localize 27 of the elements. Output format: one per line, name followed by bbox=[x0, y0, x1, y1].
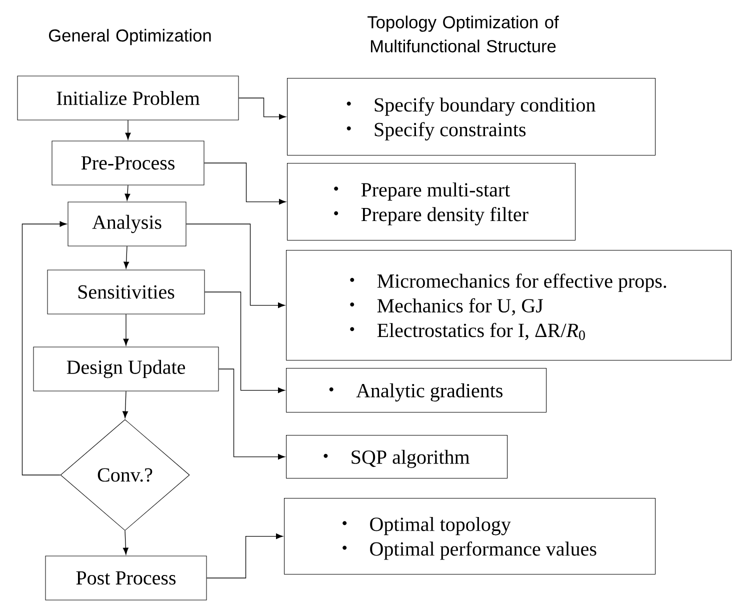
process-box: Post Process bbox=[45, 556, 207, 600]
process-box: Design Update bbox=[33, 346, 219, 392]
arrow bbox=[204, 162, 286, 205]
arrow bbox=[218, 368, 285, 460]
heading: General Optimization bbox=[49, 28, 211, 46]
arrow bbox=[238, 98, 286, 120]
arrow bbox=[123, 314, 129, 346]
arrow bbox=[186, 224, 285, 308]
arrow bbox=[124, 184, 130, 201]
arrow bbox=[22, 221, 67, 476]
bullet-list-box: SQP algorithm bbox=[286, 435, 508, 479]
process-box: Analysis bbox=[68, 202, 186, 246]
arrow bbox=[122, 390, 128, 418]
bullet-list-box: Specify boundary condition Specify constraints bbox=[287, 78, 656, 156]
arrow bbox=[122, 530, 128, 555]
bullet-list-box: Analytic gradients bbox=[286, 368, 547, 413]
arrow bbox=[204, 292, 285, 394]
arrow bbox=[124, 246, 130, 269]
process-box: Initialize Problem bbox=[17, 76, 239, 120]
bullet-list-box: Prepare multi-start Prepare density filter bbox=[287, 163, 576, 241]
bullet-list-box: Micromechanics for effective props. Mechanics for U, GJ Electrostatics for I, ΔR/R$_{0}$ bbox=[286, 250, 732, 361]
process-box: Sensitivities bbox=[47, 270, 205, 314]
arrow bbox=[125, 120, 131, 140]
arrow bbox=[206, 534, 283, 578]
process-box: Pre-Process bbox=[52, 140, 204, 186]
heading: Topology Optimization of Multifunctional Structure bbox=[368, 16, 559, 52]
bullet-list-box: Optimal topology Optimal performance values bbox=[284, 498, 656, 575]
